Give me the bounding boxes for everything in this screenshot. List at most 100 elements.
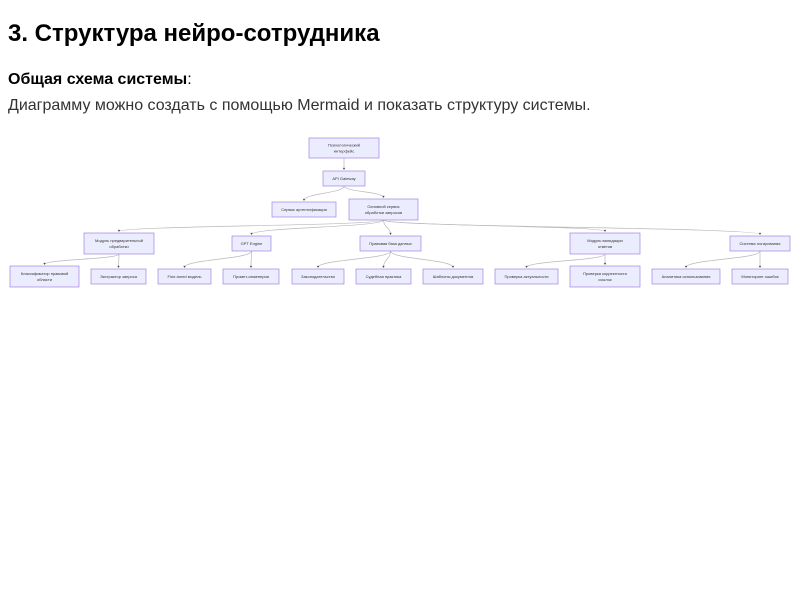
arrowhead-core-valid xyxy=(603,229,607,232)
edge-api-core xyxy=(343,185,384,198)
node-label-auth: Сервис аутентификации xyxy=(281,207,327,212)
node-box-finetune xyxy=(157,268,212,285)
node-label-errors: Мониторинг ошибок xyxy=(741,274,778,279)
node-label-legis: Законодательство xyxy=(301,274,336,279)
edge-core-law xyxy=(383,219,391,235)
edge-gpt-prompt xyxy=(250,250,252,268)
node-label-court: Судебная практика xyxy=(366,274,403,279)
node-label-classif: Классификатор правовой xyxy=(21,271,68,276)
node-box-errors xyxy=(731,268,789,285)
node-box-gpt xyxy=(231,235,272,252)
node-box-auth xyxy=(271,201,337,218)
arrowhead-core-gpt xyxy=(250,232,253,235)
node-templates: Шаблоны документов xyxy=(422,268,484,285)
node-box-correct xyxy=(569,265,641,288)
node-label-core: Основной сервис xyxy=(367,204,399,209)
node-analytics: Аналитика использования xyxy=(651,268,721,285)
arrowhead-gpt-finetune xyxy=(183,265,186,268)
node-label-prep: обработки xyxy=(109,244,128,249)
node-errors: Мониторинг ошибок xyxy=(731,268,789,285)
node-box-actual xyxy=(494,268,559,285)
node-label-finetune: Fine-tuned модель xyxy=(168,274,202,279)
node-box-law xyxy=(359,235,422,252)
node-label-analytics: Аналитика использования xyxy=(662,274,711,279)
arrowhead-psy-api xyxy=(342,167,346,170)
node-law: Правовая база данных xyxy=(359,235,422,252)
arrowhead-valid-correct xyxy=(603,262,607,265)
node-label-gpt: GPT Engine xyxy=(241,241,263,246)
edge-law-legis xyxy=(317,250,391,268)
node-auth: Сервис аутентификации xyxy=(271,201,337,218)
node-box-psy xyxy=(308,137,380,159)
node-label-prompt: Промпт-инженерия xyxy=(233,274,269,279)
edge-api-auth xyxy=(303,185,345,201)
arrowhead-valid-actual xyxy=(525,265,528,268)
edge-log-analytics xyxy=(685,250,761,268)
node-extract: Экстрактор запроса xyxy=(90,268,147,285)
node-box-templates xyxy=(422,268,484,285)
node-label-law: Правовая база данных xyxy=(369,241,412,246)
node-box-court xyxy=(355,268,412,285)
edge-gpt-finetune xyxy=(184,250,252,268)
node-label-log: Система логирования xyxy=(740,241,781,246)
node-label-core: обработки запросов xyxy=(365,210,402,215)
edge-law-templates xyxy=(390,250,454,268)
node-court: Судебная практика xyxy=(355,268,412,285)
node-label-correct: Проверка корректности xyxy=(583,271,627,276)
node-log: Система логирования xyxy=(729,235,791,252)
node-gpt: GPT Engine xyxy=(231,235,272,252)
edge-core-gpt xyxy=(251,219,384,235)
section-colon: : xyxy=(187,71,192,88)
node-box-api xyxy=(322,170,366,187)
node-label-prep: Модуль предварительной xyxy=(95,238,143,243)
node-legis: Законодательство xyxy=(291,268,345,285)
arrowhead-core-log xyxy=(758,232,762,235)
node-label-valid: ответов xyxy=(598,244,612,249)
edge-prep-extract xyxy=(118,253,120,268)
arrowhead-law-templates xyxy=(451,265,455,268)
section-label: Общая схема системы xyxy=(8,71,188,88)
arrowhead-core-law xyxy=(389,232,392,235)
node-label-extract: Экстрактор запроса xyxy=(100,274,138,279)
node-api: API Gateway xyxy=(322,170,366,187)
node-label-psy: Психологический xyxy=(328,142,360,147)
arrowhead-api-auth xyxy=(302,198,306,201)
node-label-classif: области xyxy=(37,277,52,282)
arrowhead-gpt-prompt xyxy=(249,265,253,268)
edge-prep-classif xyxy=(44,253,120,265)
node-actual: Проверка актуальности xyxy=(494,268,559,285)
node-prompt: Промпт-инженерия xyxy=(222,268,280,285)
arrowhead-law-legis xyxy=(316,265,320,268)
edge-valid-actual xyxy=(526,253,606,268)
arrowhead-log-analytics xyxy=(684,265,688,268)
section-description: Диаграмму можно создать с помощью Mermai… xyxy=(8,97,591,114)
edge-law-court xyxy=(383,250,391,268)
arrowhead-api-core xyxy=(382,195,385,198)
node-box-prompt xyxy=(222,268,280,285)
diagram-edges xyxy=(43,157,762,268)
page-title: 3. Структура нейро-сотрудника xyxy=(8,20,380,47)
node-label-actual: Проверка актуальности xyxy=(504,274,548,279)
section-heading: Общая схема системы: xyxy=(8,71,192,89)
arrowhead-log-errors xyxy=(758,265,762,268)
node-box-legis xyxy=(291,268,345,285)
node-box-prep xyxy=(83,232,155,255)
edge-core-prep xyxy=(118,219,384,232)
node-label-api: API Gateway xyxy=(332,176,355,181)
node-box-extract xyxy=(90,268,147,285)
arrowhead-law-court xyxy=(382,265,385,268)
node-box-analytics xyxy=(651,268,721,285)
node-box-valid xyxy=(569,232,641,255)
node-box-log xyxy=(729,235,791,252)
arrowhead-core-prep xyxy=(117,229,121,232)
node-label-valid: Модуль валидации xyxy=(587,238,622,243)
node-box-core xyxy=(348,198,419,221)
node-label-psy: интерфейс xyxy=(334,148,354,153)
